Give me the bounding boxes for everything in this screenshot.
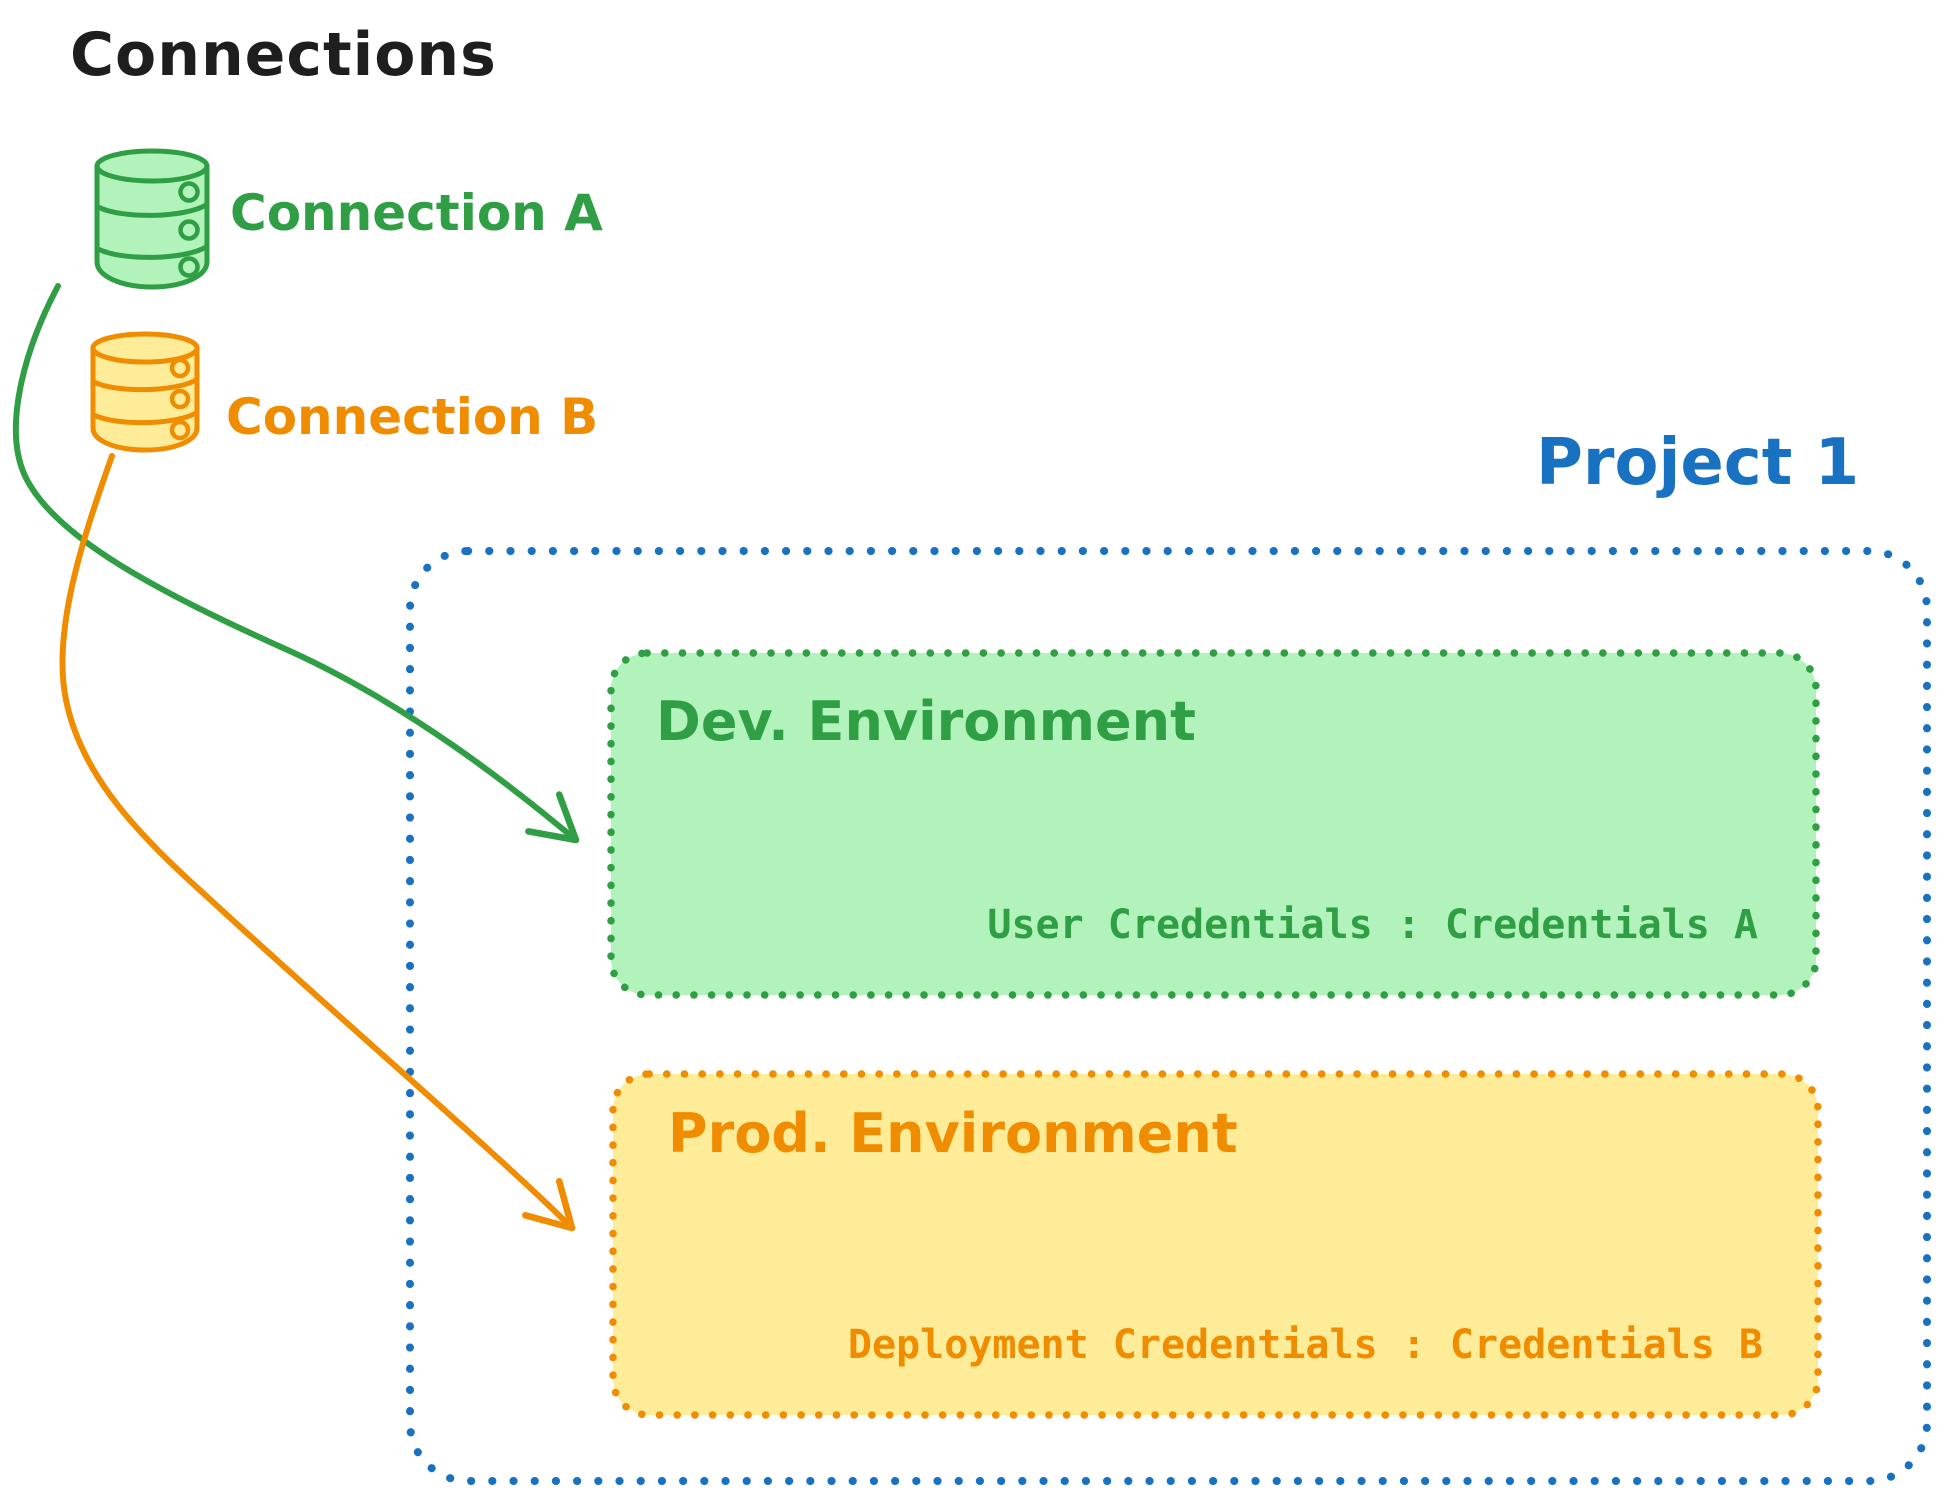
dev-environment-box [607, 649, 1820, 999]
project-box [406, 547, 1931, 1485]
arrow-connection-a-to-dev [12, 283, 580, 844]
connection-b-label: Connection B [226, 388, 599, 446]
dev-environment-credentials: User Credentials : Credentials A [987, 902, 1758, 948]
arrow-connection-b-to-prod [59, 453, 576, 1232]
diagram-title: Connections [70, 20, 497, 90]
database-icon-connection-a [94, 148, 210, 290]
project-label: Project 1 [1536, 426, 1860, 500]
connection-a-label: Connection A [230, 184, 603, 242]
prod-environment-box [609, 1070, 1822, 1419]
dev-environment-title: Dev. Environment [656, 690, 1196, 753]
prod-environment-credentials: Deployment Credentials : Credentials B [847, 1322, 1763, 1368]
prod-environment-title: Prod. Environment [668, 1102, 1238, 1165]
database-icon-connection-b [90, 331, 200, 453]
